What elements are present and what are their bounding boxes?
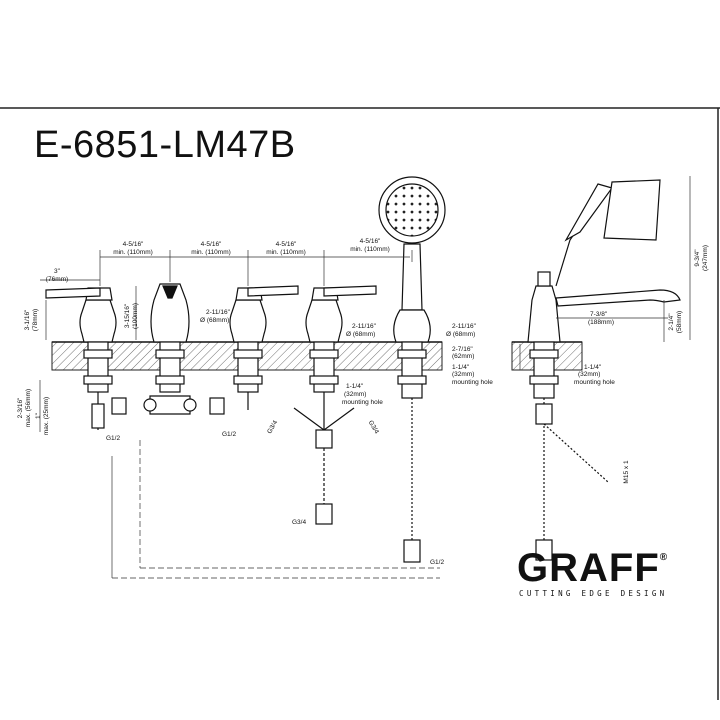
registered-mark: ® — [659, 552, 669, 563]
dim-right-height-mm: (58mm) — [676, 311, 683, 333]
dim-deck-thick: 2-7/16" — [452, 346, 473, 353]
dim-reach-mm: (188mm) — [588, 319, 614, 326]
dim-hole-right-mm: (32mm) — [578, 371, 600, 378]
dim-spacing-4: 4-5/16" — [360, 238, 381, 245]
dim-total-height-mm: (247mm) — [702, 245, 709, 271]
dim-below-deck-2: 1" — [35, 412, 42, 419]
thread-g34-c: G3/4 — [292, 519, 306, 526]
dim-spout-height: 3-15/16" — [124, 303, 131, 328]
dim-handle-top-mm: (76mm) — [46, 276, 68, 283]
thread-g12-c: G1/2 — [430, 559, 444, 566]
thread-g34-a: G3/4 — [266, 419, 279, 435]
dim-spacing-3-mm: min. (110mm) — [266, 249, 306, 256]
dim-spacing-2-mm: min. (110mm) — [191, 249, 231, 256]
dim-base-dia-valve-mm: Ø (68mm) — [346, 331, 375, 338]
dim-spacing-1-mm: min. (110mm) — [113, 249, 153, 256]
dim-base-dia-valve: 2-11/16" — [352, 323, 377, 330]
dim-below-deck-mm: max. (56mm) — [25, 389, 32, 427]
thread-g34-b: G3/4 — [367, 419, 380, 435]
cold-handle-valve — [229, 285, 299, 410]
spout — [111, 283, 225, 415]
dim-hole-right: 1-1/4" — [584, 364, 602, 371]
model-number-title: E-6851-LM47B — [34, 124, 296, 166]
side-view — [527, 179, 681, 561]
dim-hole-center-mm: (32mm) — [452, 371, 474, 378]
dim-mounting-hole-mid: mounting hole — [342, 399, 383, 406]
thread-g12-a: G1/2 — [106, 435, 120, 442]
brand-tagline: CUTTING EDGE DESIGN — [519, 589, 668, 598]
brand-logo: GRAFF® — [517, 546, 668, 591]
dim-base-dia-hand-mm: Ø (68mm) — [446, 331, 475, 338]
dim-hole-center: 1-1/4" — [452, 364, 470, 371]
dim-mounting-hole-left: mounting hole — [452, 379, 493, 386]
brand-name: GRAFF — [517, 546, 660, 590]
dim-spacing-1: 4-5/16" — [123, 241, 144, 248]
diverter-valve — [293, 285, 377, 525]
dim-spout-height-mm: (100mm) — [132, 303, 139, 329]
dim-hole-mid-mm: (32mm) — [344, 391, 366, 398]
dim-deck-thick-mm: (62mm) — [452, 353, 474, 360]
dim-below-deck: 2-3/16" — [17, 397, 24, 418]
dim-below-deck-2-mm: max. (25mm) — [43, 397, 50, 435]
dim-spacing-2: 4-5/16" — [201, 241, 222, 248]
dim-handle-top: 3" — [54, 268, 61, 275]
thread-g12-b: G1/2 — [222, 431, 236, 438]
hot-handle-valve — [45, 287, 117, 430]
dim-base-dia-spout: 2-11/16" — [206, 309, 231, 316]
dim-total-height: 9-3/4" — [694, 249, 701, 267]
dimension-lines — [39, 176, 691, 579]
dim-spacing-4-mm: min. (110mm) — [350, 246, 390, 253]
dim-reach: 7-3/8" — [590, 311, 608, 318]
hand-shower-left — [378, 176, 446, 563]
dim-handle-height-mm: (78mm) — [32, 309, 39, 331]
dim-handle-height: 3-1/16" — [24, 309, 31, 330]
dim-base-dia-hand: 2-11/16" — [452, 323, 477, 330]
dim-right-height: 2-1/4" — [668, 313, 675, 331]
dim-mounting-hole-right: mounting hole — [574, 379, 615, 386]
dim-hole-mid: 1-1/4" — [346, 383, 364, 390]
thread-m15: M15 x 1 — [623, 460, 630, 484]
dim-spacing-3: 4-5/16" — [276, 241, 297, 248]
dim-base-dia-spout-mm: Ø (68mm) — [200, 317, 229, 324]
